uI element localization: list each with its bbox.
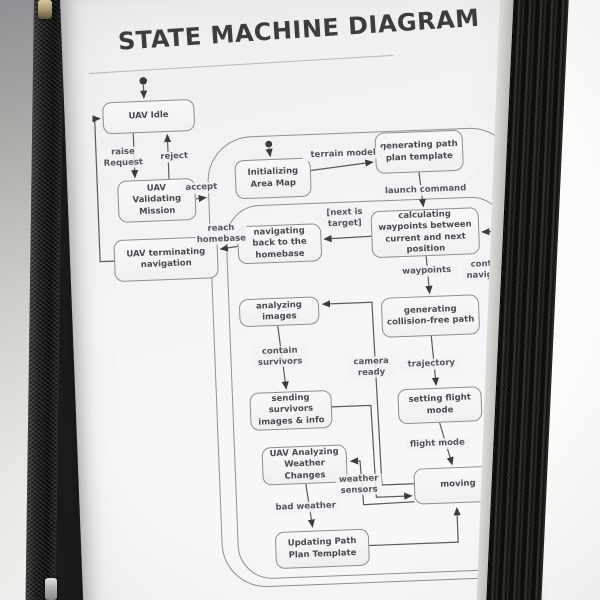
edge-sending-to-moving bbox=[331, 404, 413, 500]
edge-terrain-model bbox=[310, 159, 374, 172]
state-setting-flight-mode: setting flight mode bbox=[397, 386, 483, 425]
edge-innerstart-to-initmap bbox=[265, 147, 273, 158]
initial-state-node bbox=[139, 77, 148, 85]
panel-pivot-pin-top bbox=[38, 0, 52, 19]
state-machine-diagram: STATE MACHINE DIAGRAM bbox=[60, 0, 537, 600]
edge-updating-to-moving bbox=[369, 506, 461, 547]
state-generating-path-plan-template: generating path plan template bbox=[374, 129, 464, 174]
state-sending-survivors-info: sending survivors images & info bbox=[249, 389, 333, 431]
state-analyzing-images: analyzing images bbox=[238, 296, 320, 328]
edge-camera-ready bbox=[321, 300, 414, 486]
label-raise-request: raise Request bbox=[100, 146, 146, 170]
edge-reach-homebase bbox=[219, 244, 238, 252]
label-reach-homebase: reach homebase bbox=[194, 222, 248, 246]
label-contain-survivors: contain survivors bbox=[252, 345, 308, 369]
state-initializing-area-map: Initializing Area Map bbox=[234, 157, 312, 200]
diagram-sheet: STATE MACHINE DIAGRAM bbox=[60, 0, 538, 600]
edge-terminating-to-idle bbox=[92, 115, 115, 263]
state-generating-collision-free-path: generating collision-free path bbox=[380, 294, 481, 338]
state-navigating-back-homebase: navigating back to the homebase bbox=[236, 223, 323, 265]
label-camera-ready: camera ready bbox=[349, 355, 394, 379]
state-updating-path-plan-template: Updating Path Plan Template bbox=[274, 528, 371, 570]
label-weather-sensors: weather sensors bbox=[335, 473, 383, 497]
label-reject: reject bbox=[154, 150, 194, 163]
initial-state-node-inner bbox=[265, 140, 273, 148]
edge-next-is-target bbox=[323, 235, 372, 243]
state-calculating-waypoints: calculating waypoints between current an… bbox=[370, 207, 481, 259]
panel-pivot-pin-bottom bbox=[45, 578, 57, 600]
label-accept: accept bbox=[180, 181, 223, 194]
label-next-is-target: [next is target] bbox=[319, 206, 371, 230]
edge-accept bbox=[195, 194, 207, 203]
state-uav-idle: UAV Idle bbox=[102, 98, 196, 135]
